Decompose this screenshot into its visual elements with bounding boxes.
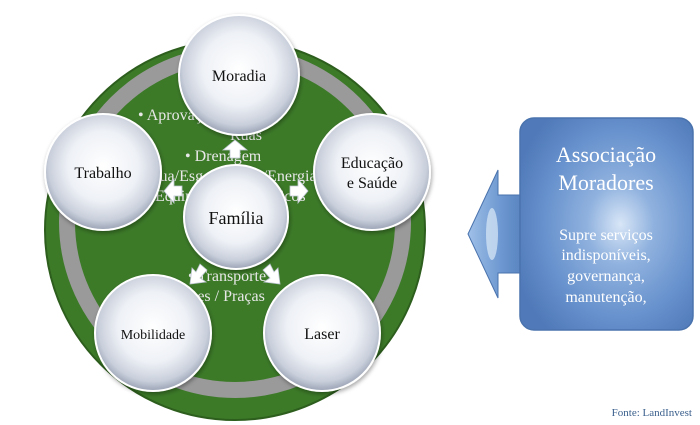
bullet-line-6: • Transporte bbox=[188, 268, 266, 285]
association-body-line-1: Supre serviços bbox=[559, 227, 653, 244]
node-laser: Laser bbox=[263, 274, 381, 392]
arrow-left-icon bbox=[163, 177, 183, 205]
arrow-up-icon bbox=[221, 139, 249, 159]
node-moradia: Moradia bbox=[178, 14, 300, 136]
node-trabalho: Trabalho bbox=[44, 113, 162, 231]
node-mobilidade-label: Mobilidade bbox=[121, 328, 186, 343]
node-mobilidade: Mobilidade bbox=[94, 274, 212, 392]
node-educacao-label-1: Educação bbox=[341, 155, 403, 172]
node-educacao-label-2: e Saúde bbox=[347, 175, 397, 192]
association-title-line-1: Associação bbox=[556, 142, 656, 167]
association-box: Associação Moradores Supre serviços indi… bbox=[519, 117, 694, 331]
connector-arrows bbox=[163, 139, 309, 285]
node-moradia-label: Moradia bbox=[212, 68, 266, 85]
node-laser-label: Laser bbox=[304, 326, 340, 343]
arrow-down-left-icon bbox=[189, 263, 208, 285]
node-trabalho-label: Trabalho bbox=[74, 165, 131, 182]
association-arrow-highlight bbox=[486, 208, 498, 260]
node-familia-label: Família bbox=[209, 208, 264, 228]
node-educacao-saude: Educação e Saúde bbox=[313, 113, 431, 231]
arrow-down-right-icon bbox=[262, 263, 281, 285]
bullet-line-3: • Drenagem bbox=[185, 148, 262, 165]
association-title-line-2: Moradores bbox=[558, 170, 653, 195]
node-familia: Família bbox=[183, 164, 289, 270]
association-body-line-3: governança, bbox=[567, 268, 645, 285]
arrow-right-icon bbox=[289, 177, 309, 205]
source-caption: Fonte: LandInvest bbox=[612, 407, 692, 419]
association-body-line-4: manutenção, bbox=[565, 289, 646, 306]
association-body-line-2: indisponíveis, bbox=[561, 247, 650, 264]
